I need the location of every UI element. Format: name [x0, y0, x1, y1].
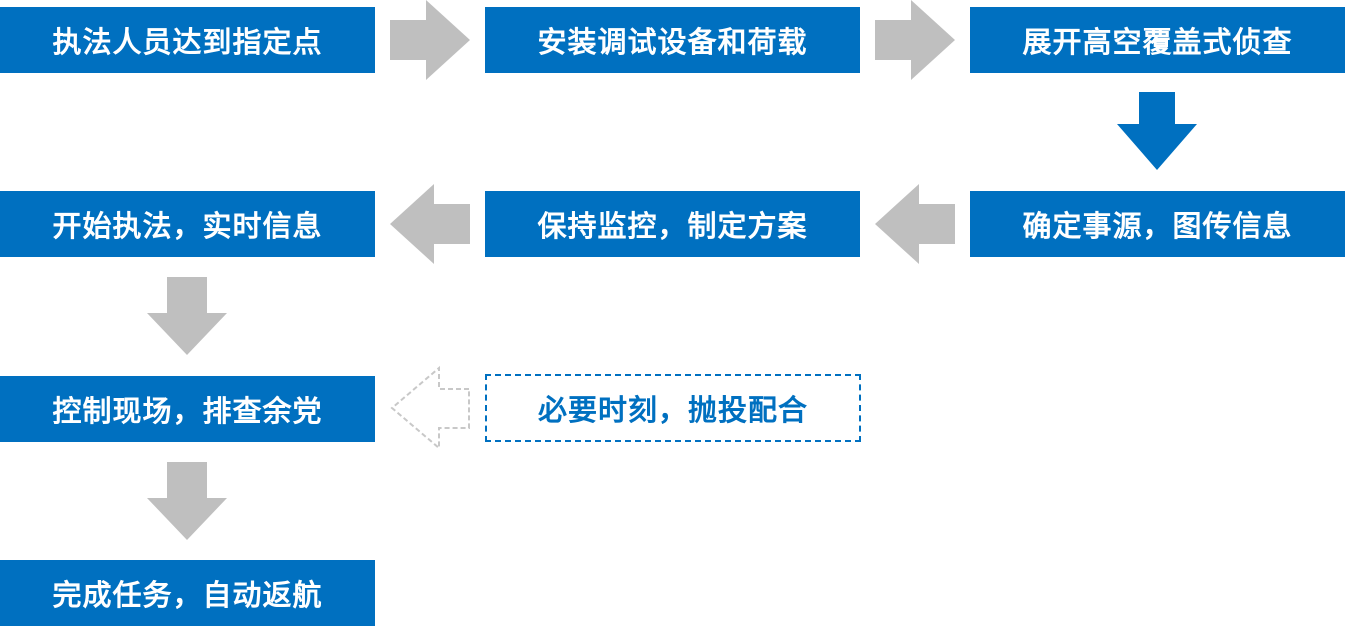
step-6-label: 开始执法，实时信息 [52, 209, 323, 243]
arrow-left-icon [390, 184, 470, 264]
step-1-label: 执法人员达到指定点 [52, 25, 323, 59]
step-5-label: 保持监控，制定方案 [537, 209, 808, 243]
step-4-label: 确定事源，图传信息 [1022, 209, 1293, 243]
step-7-box: 控制现场，排查余党 [0, 376, 375, 442]
step-2-label: 安装调试设备和荷载 [537, 25, 808, 59]
step-8-label: 完成任务，自动返航 [52, 578, 323, 612]
step-2-box: 安装调试设备和荷载 [485, 7, 860, 73]
step-8-box: 完成任务，自动返航 [0, 560, 375, 626]
step-6-box: 开始执法，实时信息 [0, 191, 375, 257]
arrow-down-icon [147, 277, 227, 355]
step-optional-label: 必要时刻，抛投配合 [537, 393, 808, 427]
arrow-right-icon [875, 0, 955, 80]
arrow-left-icon [875, 184, 955, 264]
step-5-box: 保持监控，制定方案 [485, 191, 860, 257]
step-3-box: 展开高空覆盖式侦查 [970, 7, 1345, 73]
step-3-label: 展开高空覆盖式侦查 [1022, 25, 1293, 59]
dashed-arrow-left-icon [390, 365, 470, 451]
arrow-right-icon [390, 0, 470, 80]
step-1-box: 执法人员达到指定点 [0, 7, 375, 73]
step-7-label: 控制现场，排查余党 [52, 394, 323, 428]
step-optional-box: 必要时刻，抛投配合 [485, 374, 861, 442]
arrow-down-icon [1117, 92, 1197, 170]
arrow-down-icon [147, 462, 227, 540]
step-4-box: 确定事源，图传信息 [970, 191, 1345, 257]
